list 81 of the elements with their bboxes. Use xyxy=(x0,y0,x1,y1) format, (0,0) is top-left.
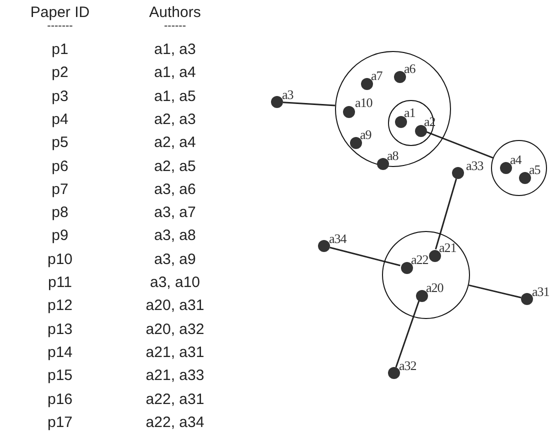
author-label: a3 xyxy=(282,88,294,101)
group-circle xyxy=(491,140,547,196)
paper-id-cell: p16 xyxy=(47,390,73,408)
paper-id-cell: p8 xyxy=(52,204,68,222)
authors-cell: a3, a9 xyxy=(154,250,196,268)
author-dot xyxy=(377,158,389,170)
author-label: a8 xyxy=(387,149,398,162)
authors-cell: a21, a33 xyxy=(146,367,204,384)
paper-id-cell: p4 xyxy=(52,110,68,128)
author-dot xyxy=(521,293,533,305)
authors-cell: a3, a7 xyxy=(154,204,196,222)
authors-cell: a22, a31 xyxy=(146,390,204,408)
authors-cell: a3, a10 xyxy=(150,274,200,291)
author-label: a21 xyxy=(439,241,456,254)
author-dot xyxy=(452,167,464,179)
author-label: a20 xyxy=(426,281,444,294)
connector-line xyxy=(424,130,494,159)
authors-cell: a20, a31 xyxy=(146,297,204,314)
author-label: a10 xyxy=(355,96,372,109)
author-label: a32 xyxy=(399,359,416,372)
author-dot xyxy=(429,250,441,262)
paper-id-cell: p3 xyxy=(52,88,68,105)
author-label: a22 xyxy=(411,253,428,266)
authors-cell: a1, a5 xyxy=(154,88,196,105)
connector-line xyxy=(395,300,420,368)
group-circle xyxy=(388,100,434,146)
authors-cell: a3, a8 xyxy=(154,227,196,244)
author-label: a9 xyxy=(360,128,372,141)
author-dot xyxy=(395,116,407,128)
paper-id-cell: p12 xyxy=(47,297,73,314)
author-dot xyxy=(388,367,400,379)
authors-cell: a22, a34 xyxy=(146,414,204,431)
author-label: a5 xyxy=(529,163,540,176)
author-label: a7 xyxy=(371,69,382,82)
authors-cell: a3, a6 xyxy=(154,180,196,198)
author-label: a31 xyxy=(532,285,550,298)
author-label: a34 xyxy=(329,232,346,245)
authors-cell: a2, a3 xyxy=(154,110,196,128)
authors-cell: a2, a4 xyxy=(154,134,196,152)
authors-cell: a21, a31 xyxy=(146,344,204,361)
author-label: a4 xyxy=(510,153,522,166)
author-label: a1 xyxy=(404,106,416,119)
connector-line xyxy=(434,178,458,250)
group-circle xyxy=(382,231,470,319)
author-dot xyxy=(318,240,330,252)
authors-cell: a2, a5 xyxy=(154,158,196,174)
connector-line xyxy=(282,102,336,106)
group-circle xyxy=(335,51,451,167)
paper-id-cell: p13 xyxy=(47,320,73,338)
author-label: a6 xyxy=(404,62,416,75)
header-rule: ------ xyxy=(164,19,186,34)
paper-id-cell: p7 xyxy=(52,180,68,198)
paper-id-cell: p1 xyxy=(52,41,68,58)
paper-id-cell: p2 xyxy=(52,64,68,82)
author-label: a33 xyxy=(466,159,484,172)
paper-id-cell: p10 xyxy=(47,250,73,268)
connector-line xyxy=(330,246,400,266)
author-dot xyxy=(350,137,362,149)
paper-id-cell: p9 xyxy=(52,227,68,244)
column-header: Authors xyxy=(149,4,201,21)
connector-line xyxy=(468,284,522,298)
author-dot xyxy=(519,172,531,184)
column-header: Paper ID xyxy=(30,4,90,21)
paper-id-cell: p14 xyxy=(47,344,73,361)
authors-cell: a1, a4 xyxy=(154,64,196,82)
author-dot xyxy=(500,162,512,174)
author-dot xyxy=(394,71,406,83)
paper-id-cell: p17 xyxy=(47,414,73,431)
author-dot xyxy=(361,78,373,90)
authors-cell: a20, a32 xyxy=(146,320,204,338)
paper-id-cell: p11 xyxy=(48,274,72,291)
authors-cell: a1, a3 xyxy=(154,41,196,58)
author-dot xyxy=(271,96,283,108)
header-rule: ------- xyxy=(47,20,73,34)
paper-id-cell: p15 xyxy=(47,367,73,384)
paper-id-cell: p6 xyxy=(52,158,68,174)
author-dot xyxy=(401,262,413,274)
paper-id-cell: p5 xyxy=(52,134,68,152)
author-dot xyxy=(416,290,428,302)
author-dot xyxy=(343,106,355,118)
author-dot xyxy=(415,125,427,137)
